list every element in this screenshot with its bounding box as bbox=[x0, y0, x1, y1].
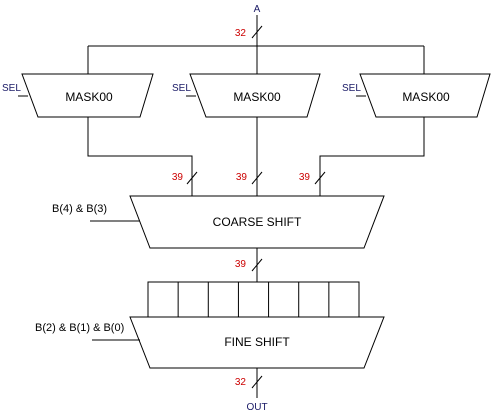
mask3-out-wire bbox=[319, 117, 425, 196]
mask2-bus-width: 39 bbox=[236, 172, 248, 183]
output-bus-width: 32 bbox=[235, 377, 247, 388]
fine-shift-label: FINE SHIFT bbox=[224, 335, 290, 349]
fine-shift-block: FINE SHIFT B(2) & B(1) & B(0) bbox=[35, 316, 385, 369]
mask-block-1: MASK00 SEL bbox=[2, 73, 154, 118]
mask1-trapezoid bbox=[21, 73, 154, 118]
fine-control-label: B(2) & B(1) & B(0) bbox=[35, 322, 124, 334]
coarse-shift-label: COARSE SHIFT bbox=[213, 215, 302, 229]
mask-block-3: MASK00 SEL bbox=[342, 73, 491, 118]
mask3-trapezoid bbox=[359, 73, 491, 118]
mask1-bus-width: 39 bbox=[172, 172, 184, 183]
mask2-sel-label: SEL bbox=[172, 83, 191, 94]
mask3-bus-width: 39 bbox=[299, 172, 311, 183]
coarse-bus-slash bbox=[251, 258, 263, 272]
mask2-trapezoid bbox=[189, 73, 321, 118]
mask1-bus-slash bbox=[186, 171, 198, 185]
mask1-out-wire bbox=[87, 117, 193, 196]
mask-block-2: MASK00 SEL bbox=[172, 73, 321, 118]
mask1-sel-label: SEL bbox=[2, 83, 21, 94]
mask3-bus-slash bbox=[314, 171, 326, 185]
register-row bbox=[147, 281, 360, 318]
mask1-label: MASK00 bbox=[65, 90, 113, 104]
mask3-label: MASK00 bbox=[402, 90, 450, 104]
input-bus-width: 32 bbox=[235, 28, 247, 39]
coarse-shift-trapezoid bbox=[129, 195, 385, 249]
mask3-sel-label: SEL bbox=[342, 83, 361, 94]
register-outline bbox=[147, 281, 360, 318]
coarse-shift-block: COARSE SHIFT B(4) & B(3) bbox=[52, 195, 385, 249]
input-bus-slash bbox=[251, 25, 263, 39]
output-bus-slash bbox=[251, 375, 263, 389]
coarse-control-label: B(4) & B(3) bbox=[52, 203, 107, 215]
mask2-label: MASK00 bbox=[233, 90, 281, 104]
mask2-bus-slash bbox=[251, 171, 263, 185]
fine-shift-trapezoid bbox=[129, 316, 385, 369]
output-label: OUT bbox=[246, 402, 267, 413]
input-label: A bbox=[254, 4, 261, 15]
coarse-bus-width: 39 bbox=[235, 259, 247, 270]
